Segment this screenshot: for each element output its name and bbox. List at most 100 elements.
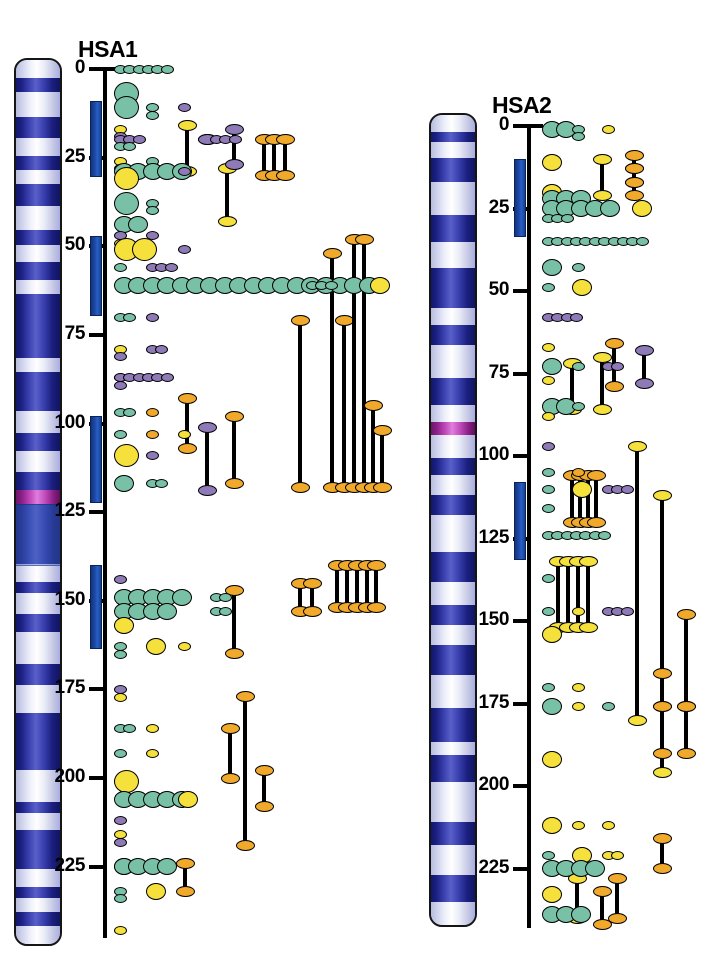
marker-purple bbox=[146, 312, 159, 322]
marker-yellow bbox=[114, 443, 139, 467]
ideogram-band-light bbox=[16, 450, 60, 472]
ideogram-band-dark bbox=[431, 605, 475, 625]
ideogram-band-cen bbox=[16, 489, 60, 504]
marker-teal bbox=[114, 748, 127, 758]
ideogram-band-dark bbox=[431, 495, 475, 515]
link-bar bbox=[185, 125, 189, 172]
ideogram-band-light bbox=[16, 244, 60, 263]
axis-line-hsa2 bbox=[527, 126, 531, 928]
ideogram-band-light bbox=[16, 869, 60, 888]
marker-yellow bbox=[611, 850, 625, 860]
link-bar bbox=[183, 863, 187, 892]
link-bar-cap-bottom bbox=[652, 863, 672, 874]
marker-yellow bbox=[178, 429, 191, 439]
marker-teal bbox=[542, 468, 555, 477]
marker-teal bbox=[560, 213, 574, 223]
link-bar-cap-bottom bbox=[366, 602, 386, 614]
link-bar bbox=[684, 614, 688, 707]
link-bar-cap-top bbox=[634, 344, 654, 356]
link-bar-cap-top bbox=[624, 163, 644, 175]
marker-teal bbox=[114, 475, 134, 493]
ideogram-band-dark bbox=[431, 551, 475, 582]
link-bar-cap-top bbox=[592, 886, 612, 898]
marker-teal bbox=[542, 358, 562, 376]
axis-tick bbox=[513, 371, 527, 376]
axis-tick-label: 175 bbox=[54, 677, 85, 699]
link-bar-cap-top bbox=[177, 393, 197, 405]
marker-purple bbox=[178, 245, 191, 255]
link-bar-cap-bottom bbox=[652, 767, 672, 779]
homology-bar bbox=[90, 235, 102, 316]
marker-purple bbox=[178, 103, 191, 113]
axis-tick-label: 0 bbox=[498, 114, 510, 135]
link-bar bbox=[660, 673, 664, 707]
marker-yellow bbox=[114, 925, 127, 935]
marker-teal bbox=[542, 606, 555, 616]
link-bar-cap-bottom bbox=[676, 747, 696, 759]
link-bar-cap-bottom bbox=[592, 189, 612, 201]
marker-teal bbox=[157, 602, 178, 620]
link-bar-cap-bottom bbox=[586, 516, 606, 528]
axis-tick-label: 175 bbox=[478, 691, 509, 713]
ideogram-band-light bbox=[16, 926, 60, 944]
marker-yellow bbox=[146, 723, 159, 733]
marker-purple bbox=[146, 231, 159, 241]
link-bar-cap-bottom bbox=[220, 772, 240, 784]
link-bar-cap-bottom bbox=[604, 381, 624, 393]
ideogram-band-dark bbox=[16, 184, 60, 206]
axis-tick-label: 200 bbox=[54, 766, 85, 787]
ideogram-band-light bbox=[16, 60, 60, 78]
link-bar-cap-top bbox=[578, 556, 598, 568]
axis-tick-label: 50 bbox=[64, 234, 86, 256]
link-bar-cap-bottom bbox=[627, 714, 647, 726]
link-bar-cap-bottom bbox=[175, 885, 195, 897]
marker-teal bbox=[572, 362, 585, 372]
link-bar-cap-top bbox=[586, 470, 606, 482]
link-bar-cap-top bbox=[224, 584, 244, 596]
marker-yellow bbox=[602, 821, 615, 831]
marker-teal bbox=[572, 263, 585, 273]
marker-purple bbox=[114, 380, 127, 390]
marker-purple bbox=[542, 441, 555, 451]
link-bar bbox=[615, 878, 619, 918]
marker-yellow bbox=[542, 342, 555, 352]
marker-purple bbox=[570, 312, 584, 322]
axis-tick bbox=[89, 332, 103, 337]
marker-yellow bbox=[602, 124, 615, 134]
marker-teal bbox=[542, 283, 555, 293]
ideogram-band-dark bbox=[431, 378, 475, 405]
link-bar bbox=[272, 139, 276, 176]
axis-tick-label: 150 bbox=[478, 609, 509, 630]
link-bar-cap-bottom bbox=[592, 919, 612, 931]
marker-teal bbox=[219, 592, 233, 602]
link-bar bbox=[374, 565, 378, 608]
marker-yellow bbox=[114, 770, 139, 794]
marker-teal bbox=[160, 64, 174, 74]
marker-yellow bbox=[542, 153, 562, 171]
marker-teal bbox=[635, 237, 649, 246]
link-bar-cap-top bbox=[652, 833, 672, 845]
marker-purple bbox=[164, 263, 178, 273]
ideogram-band-light bbox=[431, 845, 475, 875]
link-bar bbox=[600, 891, 604, 925]
link-bar-cap-bottom bbox=[224, 478, 244, 490]
ideogram-band-light bbox=[431, 181, 475, 215]
ideogram-band-dark bbox=[431, 875, 475, 902]
link-bar-cap-bottom bbox=[634, 377, 654, 389]
ideogram-band-dark bbox=[431, 458, 475, 475]
homology-bar bbox=[514, 159, 526, 237]
link-bar bbox=[352, 239, 356, 488]
marker-yellow bbox=[572, 821, 585, 831]
ideogram-band-light bbox=[431, 901, 475, 925]
marker-teal bbox=[542, 504, 555, 514]
marker-teal bbox=[123, 408, 137, 418]
link-bar-cap-top bbox=[607, 872, 627, 884]
ideogram-band-light bbox=[431, 405, 475, 422]
link-bar-cap-top bbox=[592, 351, 612, 363]
link-bar bbox=[576, 561, 580, 628]
link-bar-cap-top bbox=[627, 440, 647, 452]
marker-teal bbox=[123, 723, 137, 733]
link-bar-cap-bottom bbox=[607, 912, 627, 924]
link-bar-cap-bottom bbox=[652, 747, 672, 759]
